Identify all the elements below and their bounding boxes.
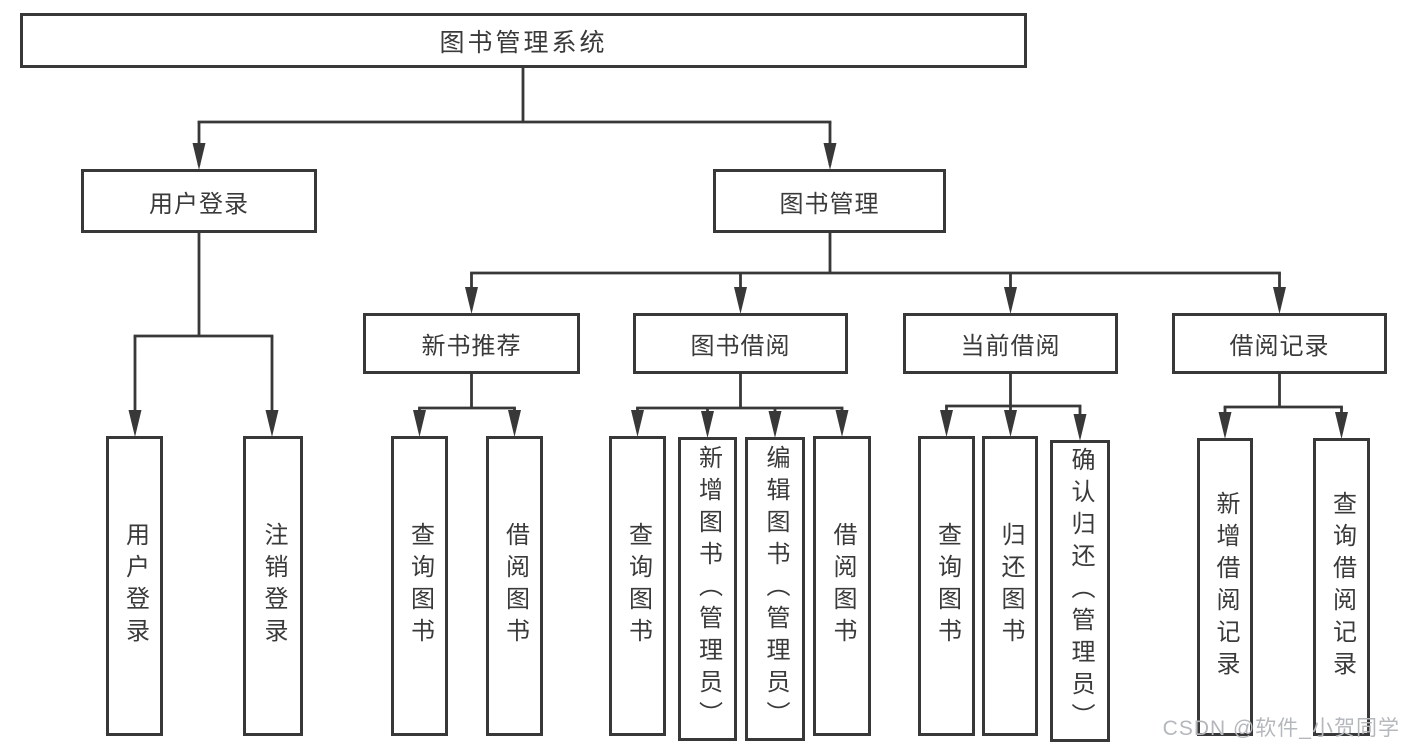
leaf-return-books: 归还图书 xyxy=(982,436,1038,736)
arrow-down-icon xyxy=(631,410,644,437)
node-book-borrow: 图书借阅 xyxy=(633,313,848,374)
leaf-current-query-books: 查询图书 xyxy=(918,436,975,736)
connector-borrow-records-to-leaves xyxy=(1218,373,1348,439)
csdn-watermark: CSDN @软件_小贺同学 xyxy=(1162,717,1400,740)
connector-current-borrow-to-leaves xyxy=(940,373,1087,441)
leaf-newrec-borrow-books: 借阅图书 xyxy=(486,436,543,736)
node-label: 借阅记录 xyxy=(1229,333,1330,360)
node-label: 查询借阅记录 xyxy=(1328,491,1356,683)
connector-user-login-to-leaves xyxy=(128,233,279,437)
arrow-down-icon xyxy=(940,410,953,437)
node-label: 确认归还（管理员） xyxy=(1067,447,1094,735)
node-label: 图书借阅 xyxy=(690,333,791,360)
arrow-down-icon xyxy=(1335,412,1348,439)
node-new-book-recommend: 新书推荐 xyxy=(363,313,580,374)
node-label: 查询图书 xyxy=(933,522,961,650)
leaf-add-books-admin: 新增图书（管理员） xyxy=(678,437,737,741)
node-label: 归还图书 xyxy=(997,522,1024,650)
arrow-down-icon xyxy=(1218,412,1232,439)
node-label: 当前借阅 xyxy=(960,333,1061,360)
leaf-add-borrow-record: 新增借阅记录 xyxy=(1197,438,1253,736)
node-current-borrow: 当前借阅 xyxy=(903,313,1118,374)
node-label: 新增借阅记录 xyxy=(1212,491,1239,683)
arrow-down-icon xyxy=(1273,287,1286,314)
node-label: 图书管理 xyxy=(779,190,880,218)
arrow-down-icon xyxy=(128,410,142,437)
arrow-down-icon xyxy=(768,411,782,438)
node-label: 用户登录 xyxy=(149,190,249,218)
node-label: 新增图书（管理员） xyxy=(694,445,722,733)
node-user-login-group: 用户登录 xyxy=(81,169,317,233)
arrow-down-icon xyxy=(1073,414,1087,441)
arrow-down-icon xyxy=(413,410,426,437)
leaf-user-login: 用户登录 xyxy=(106,436,163,736)
arrow-down-icon xyxy=(465,287,478,314)
leaf-logout: 注销登录 xyxy=(243,436,303,736)
leaf-borrow-query-books: 查询图书 xyxy=(609,436,666,736)
arrow-down-icon xyxy=(835,410,849,437)
leaf-borrow-borrow-books: 借阅图书 xyxy=(813,436,871,736)
leaf-confirm-return-admin: 确认归还（管理员） xyxy=(1050,440,1110,742)
leaf-newrec-query-books: 查询图书 xyxy=(391,436,448,736)
node-book-mgmt-group: 图书管理 xyxy=(713,169,946,233)
arrow-down-icon xyxy=(701,411,714,438)
arrow-down-icon xyxy=(1004,410,1017,437)
node-label: 借阅图书 xyxy=(829,522,856,650)
node-label: 借阅图书 xyxy=(501,522,529,650)
connector-book-mgmt-to-level3 xyxy=(465,233,1286,314)
node-label: 编辑图书（管理员） xyxy=(762,445,789,733)
arrow-down-icon xyxy=(1004,287,1017,314)
connector-book-borrow-to-leaves xyxy=(631,373,849,438)
connector-root-to-level2 xyxy=(192,68,837,170)
node-label: 查询图书 xyxy=(406,522,434,650)
leaf-edit-books-admin: 编辑图书（管理员） xyxy=(745,437,805,741)
arrow-down-icon xyxy=(508,410,521,437)
arrow-down-icon xyxy=(734,287,747,314)
connector-new-book-rec-to-leaves xyxy=(413,373,521,437)
node-label: 新书推荐 xyxy=(421,333,522,360)
arrow-down-icon xyxy=(265,410,279,437)
node-borrow-records: 借阅记录 xyxy=(1172,313,1387,374)
arrow-down-icon xyxy=(192,143,206,170)
leaf-query-borrow-record: 查询借阅记录 xyxy=(1313,438,1370,736)
node-root-system: 图书管理系统 xyxy=(20,13,1027,68)
node-label: 用户登录 xyxy=(121,522,149,650)
arrow-down-icon xyxy=(823,143,837,170)
node-label: 图书管理系统 xyxy=(439,28,608,57)
node-label: 注销登录 xyxy=(260,522,287,650)
node-label: 查询图书 xyxy=(624,522,652,650)
